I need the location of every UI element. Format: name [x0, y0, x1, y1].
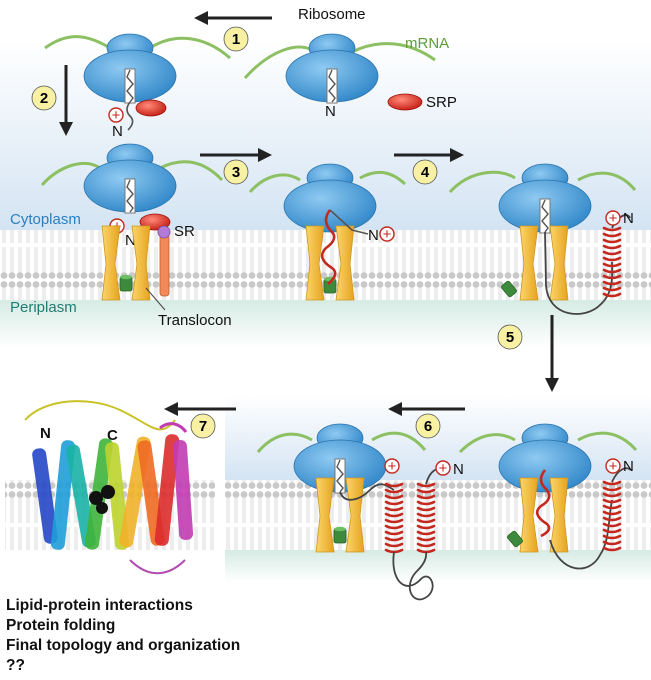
cytoplasm-label: Cytoplasm — [10, 211, 81, 228]
periplasm-background — [0, 300, 651, 348]
step-badge-7 — [190, 413, 216, 439]
step-1-arrow — [194, 11, 272, 25]
step-number-1: 1 — [232, 31, 240, 48]
ribosome-translating — [248, 163, 407, 301]
srp-particle-free — [387, 93, 423, 111]
plus-sign: + — [439, 460, 448, 477]
ribosome-label: Ribosome — [298, 6, 366, 23]
mrna-label: mRNA — [405, 35, 449, 52]
positive-charge-marker — [108, 107, 124, 123]
step-3-arrow — [200, 148, 272, 162]
translocon-pointer — [145, 287, 166, 311]
n-terminus-label: N — [623, 458, 634, 475]
n-terminus-label: N — [623, 210, 634, 227]
periplasm-label: Periplasm — [10, 299, 77, 316]
plus-sign: + — [388, 458, 397, 475]
note-final-topology: Final topology and organization — [6, 637, 241, 654]
ribosome-srp-bound — [44, 33, 231, 131]
open-questions-list: Lipid-protein interactions Protein foldi… — [6, 596, 240, 676]
positive-charge-marker — [379, 226, 395, 242]
c-terminus-label: C — [107, 427, 118, 444]
step-badge-3 — [223, 159, 249, 185]
folded-protein-structure — [24, 400, 194, 575]
step-2-arrow — [59, 65, 73, 136]
step-badge-5 — [497, 324, 523, 350]
step-number-7: 7 — [199, 418, 207, 435]
n-terminus-label: N — [125, 232, 136, 249]
step-number-3: 3 — [232, 164, 240, 181]
sr-head — [157, 225, 171, 239]
plus-sign: + — [609, 210, 618, 227]
plus-sign: + — [609, 458, 618, 475]
note-protein-folding: Protein folding — [6, 617, 116, 634]
periplasm-background-lower — [225, 550, 651, 582]
step-4-arrow — [394, 148, 464, 162]
n-terminus-label: N — [325, 103, 336, 120]
plug-domain — [119, 274, 133, 292]
step-badge-4 — [412, 159, 438, 185]
n-terminus-label: N — [453, 461, 464, 478]
sr-label: SR — [174, 223, 195, 240]
step-6-arrow — [388, 402, 465, 416]
step-badge-1 — [223, 26, 249, 52]
sr-receptor — [159, 233, 170, 297]
step-badge-6 — [415, 413, 441, 439]
step-number-5: 5 — [506, 329, 514, 346]
step-number-6: 6 — [424, 418, 432, 435]
membrane-bilayer-lower — [225, 480, 651, 550]
positive-charge-marker — [435, 460, 451, 476]
step-7-arrow — [164, 402, 236, 416]
plus-sign: + — [112, 107, 121, 124]
step-number-4: 4 — [421, 164, 430, 181]
ribosome-second-helix — [458, 423, 638, 570]
step-number-2: 2 — [40, 90, 48, 107]
step-5-arrow — [545, 315, 559, 392]
note-unknown: ?? — [6, 657, 25, 674]
ribosome-two-helices — [256, 423, 447, 601]
n-terminus-label: N — [40, 425, 51, 442]
positive-charge-marker — [384, 458, 400, 474]
plus-sign: + — [383, 226, 392, 243]
step-badge-2 — [31, 85, 57, 111]
n-terminus-label: N — [368, 227, 379, 244]
ribosome-helix-released — [448, 163, 637, 315]
translocon-label: Translocon — [158, 312, 232, 329]
positive-charge-marker — [605, 210, 621, 226]
positive-charge-marker — [605, 458, 621, 474]
n-terminus-label: N — [112, 123, 123, 140]
note-lipid-protein: Lipid-protein interactions — [6, 597, 193, 614]
free-ribosome: N — [243, 33, 436, 120]
srp-label: SRP — [426, 94, 457, 111]
